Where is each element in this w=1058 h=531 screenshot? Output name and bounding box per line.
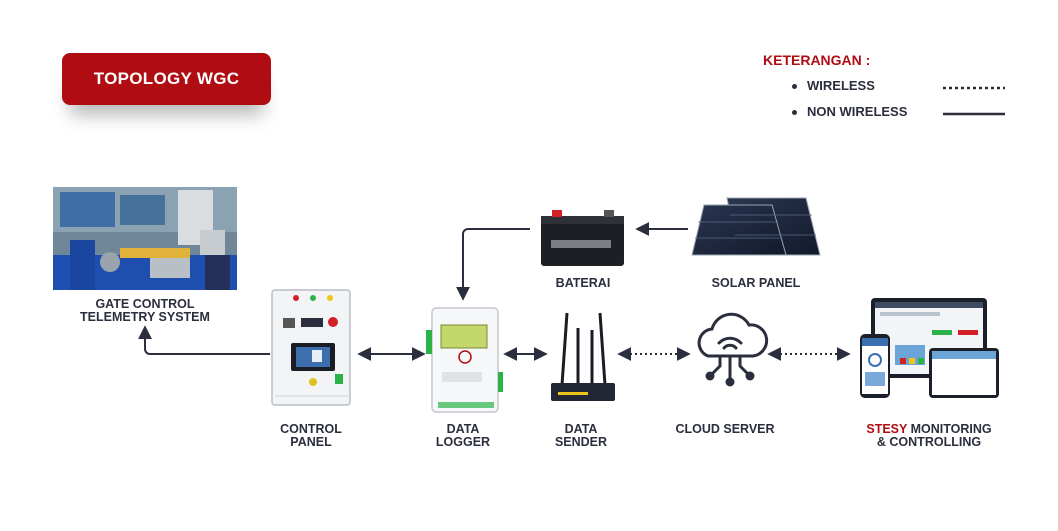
data-logger-device xyxy=(426,307,503,413)
gate-label-line2: TELEMETRY SYSTEM xyxy=(80,310,210,324)
bullet-icon xyxy=(792,84,797,90)
legend-title: KETERANGAN : xyxy=(763,52,871,68)
cloud-server-label: CLOUD SERVER xyxy=(665,423,785,436)
connection-panel-to-gate xyxy=(138,325,270,355)
monitoring-label-line1: STESY MONITORING xyxy=(854,423,1004,436)
gate-label: GATE CONTROL TELEMETRY SYSTEM xyxy=(53,298,237,324)
legend-item-wireless: WIRELESS xyxy=(792,78,875,93)
data-logger-label: DATA LOGGER xyxy=(413,423,513,449)
baterai-label: BATERAI xyxy=(533,277,633,290)
solar-panel-device xyxy=(691,197,821,256)
cloud-server-label-line1: CLOUD SERVER xyxy=(675,422,775,436)
legend-item-non-wireless: NON WIRELESS xyxy=(792,104,907,119)
control-panel-device xyxy=(271,289,351,406)
data-logger-label-line1: DATA xyxy=(446,422,480,436)
data-sender-label: DATA SENDER xyxy=(531,423,631,449)
monitoring-label-line1-rest: MONITORING xyxy=(907,422,992,436)
cloud-server-icon xyxy=(697,312,769,387)
bullet-icon xyxy=(792,110,797,116)
data-sender-device xyxy=(551,312,615,401)
monitoring-label-line2: & CONTROLLING xyxy=(876,435,982,449)
monitoring-devices-image xyxy=(860,298,999,398)
connection-battery-to-logger xyxy=(456,228,530,301)
baterai-label-line1: BATERAI xyxy=(555,276,611,290)
gate-label-line1: GATE CONTROL xyxy=(95,297,195,311)
data-logger-label-line2: LOGGER xyxy=(435,435,491,449)
data-sender-label-line1: DATA xyxy=(564,422,598,436)
control-panel-label: CONTROL PANEL xyxy=(261,423,361,449)
control-panel-label-line2: PANEL xyxy=(290,435,332,449)
monitoring-label: STESY MONITORING & CONTROLLING xyxy=(854,423,1004,449)
gate-photo-image xyxy=(53,187,237,290)
legend-label-non-wireless: NON WIRELESS xyxy=(807,104,908,119)
battery-device xyxy=(541,210,624,266)
solar-panel-label-line1: SOLAR PANEL xyxy=(711,276,801,290)
solar-panel-label: SOLAR PANEL xyxy=(696,277,816,290)
legend-label-wireless: WIRELESS xyxy=(807,78,875,93)
control-panel-label-line1: CONTROL xyxy=(280,422,342,436)
data-sender-label-line2: SENDER xyxy=(554,435,608,449)
topology-title: TOPOLOGY WGC xyxy=(62,53,271,105)
stesy-brand-text: STESY xyxy=(866,422,908,436)
